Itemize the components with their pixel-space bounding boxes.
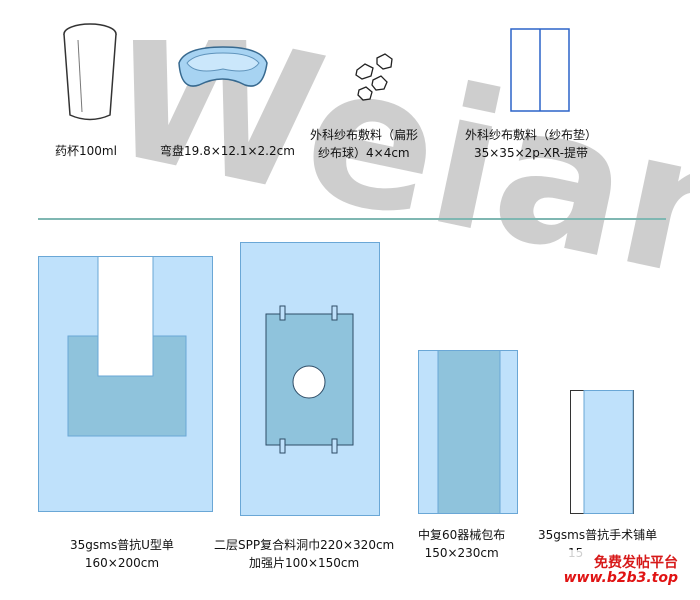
badge-url: www.b2b3.top	[563, 570, 678, 586]
kidney-dish-image	[178, 46, 268, 87]
gauze-pad-image	[510, 28, 570, 112]
instrument-wrap-image	[418, 350, 518, 514]
cup-label: 药杯100ml	[55, 144, 117, 158]
medicine-cup-image	[63, 23, 117, 121]
fenestrated-drape-image	[240, 242, 380, 516]
site-badge: 免费发帖平台 www.b2b3.top	[558, 550, 688, 592]
gauze-pad-label: 外科纱布敷料（纱布垫） 35×35×2p-XR-提带	[465, 128, 598, 160]
u-drape-image	[38, 256, 213, 512]
gauze-balls-image	[355, 53, 393, 101]
u-drape-label: 35gsms普抗U型单 160×200cm	[70, 538, 174, 570]
dish-label: 弯盘19.8×12.1×2.2cm	[160, 144, 295, 158]
badge-title: 免费发帖平台	[594, 555, 678, 571]
section-divider	[38, 218, 666, 220]
instrument-wrap-label: 中复60器械包布 150×230cm	[418, 528, 506, 560]
fenestrated-drape-label: 二层SPP复合料洞巾220×320cm 加强片100×150cm	[214, 538, 395, 570]
gauze-ball-label: 外科纱布敷料（扁形 纱布球）4×4cm	[310, 128, 419, 160]
surgical-sheet-image	[570, 390, 634, 514]
